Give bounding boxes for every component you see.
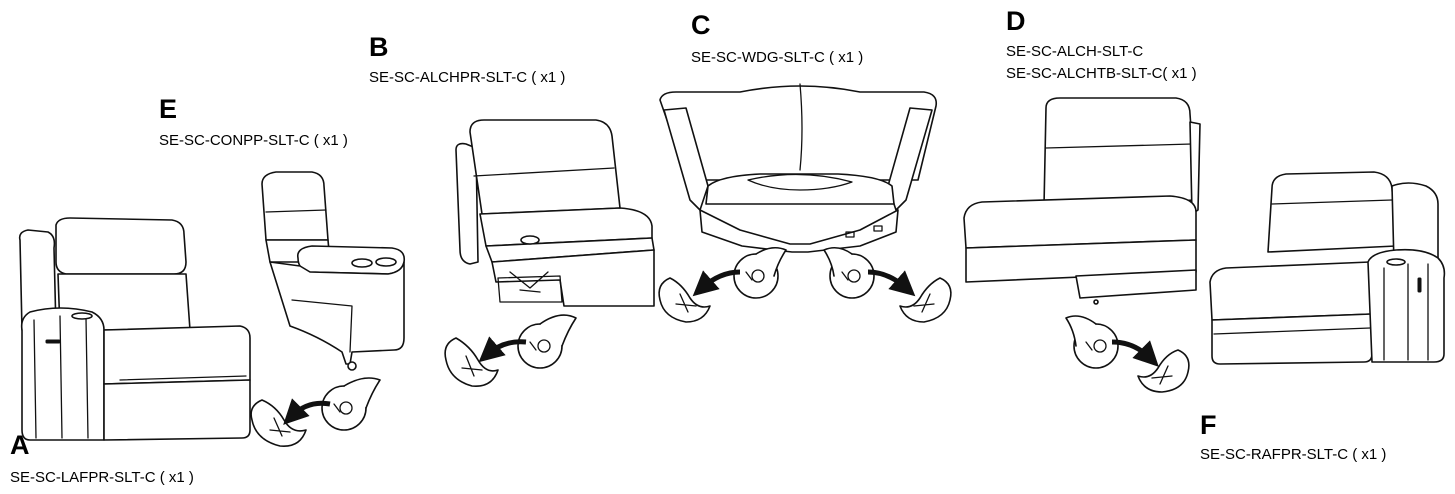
connector-bracket-detail-icon (658, 246, 787, 323)
piece-f-letter: F (1200, 410, 1217, 440)
piece-e-code: SE-SC-CONPP-SLT-C ( x1 ) (159, 132, 348, 149)
piece-d-drawing (963, 97, 1201, 305)
piece-d-code-1: SE-SC-ALCH-SLT-C (1006, 43, 1144, 60)
piece-f-code: SE-SC-RAFPR-SLT-C ( x1 ) (1200, 446, 1387, 463)
piece-b-drawing (455, 119, 655, 307)
piece-e-letter: E (159, 94, 178, 124)
piece-c-letter: C (691, 10, 711, 40)
piece-e-drawing (261, 171, 406, 371)
piece-a-letter: A (10, 430, 30, 460)
connector-bracket-detail-icon (444, 314, 577, 387)
power-button-icon (520, 235, 540, 245)
piece-a-code: SE-SC-LAFPR-SLT-C ( x1 ) (10, 469, 194, 486)
piece-a-drawing (18, 217, 251, 441)
piece-f-drawing (1209, 171, 1446, 365)
piece-d-code-2: SE-SC-ALCHTB-SLT-C( x1 ) (1006, 65, 1197, 82)
piece-d-letter: D (1006, 6, 1026, 36)
connector-bracket-detail-icon (823, 246, 952, 323)
piece-c-code: SE-SC-WDG-SLT-C ( x1 ) (691, 49, 864, 66)
piece-b-code: SE-SC-ALCHPR-SLT-C ( x1 ) (369, 69, 566, 86)
power-button-icon (1417, 277, 1422, 293)
connector-bracket-detail-icon (1065, 315, 1190, 393)
connector-bracket-detail-icon (250, 377, 381, 447)
piece-c-drawing (659, 83, 938, 253)
piece-b-letter: B (369, 32, 389, 62)
power-button-icon (45, 339, 61, 344)
